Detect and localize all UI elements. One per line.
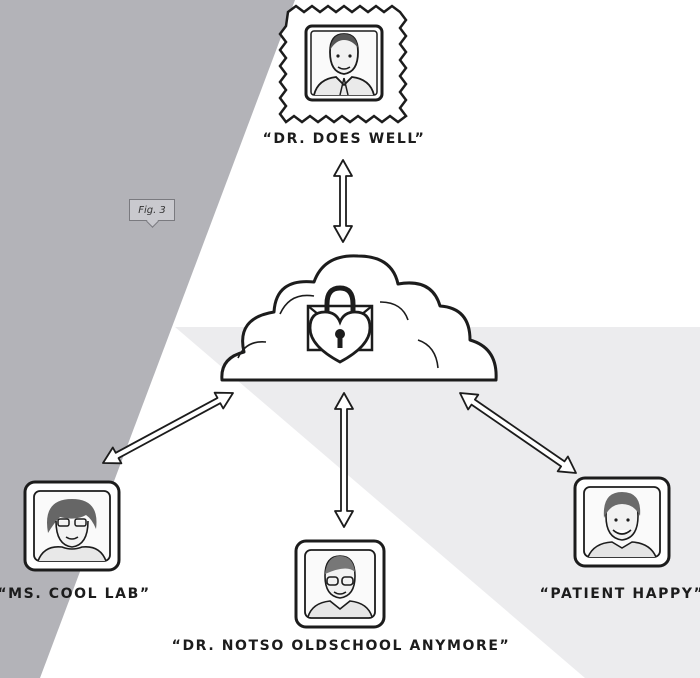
- label-dr-notso-oldschool: “DR. NOTSO OLDSCHOOL ANYMORE”: [171, 638, 511, 654]
- arrow-top-double-arrow-icon: [333, 159, 353, 243]
- background-light-band: [175, 327, 700, 678]
- portrait-dr-notso-oldschool: [294, 539, 386, 629]
- label-ms-cool-lab: “MS. COOL LAB”: [0, 586, 151, 602]
- arrow-right-double-arrow-icon: [459, 392, 577, 474]
- connection-arrows: [102, 159, 577, 528]
- arrow-left-double-arrow-icon: [102, 391, 234, 465]
- arrow-bottom-double-arrow-icon: [334, 392, 354, 528]
- figure-tag: Fig. 3: [129, 199, 175, 221]
- cloud-hub: [220, 254, 498, 382]
- heart-lock-icon: [308, 285, 372, 364]
- label-patient-happy: “PATIENT HAPPY”: [539, 586, 700, 602]
- portrait-patient-happy: [573, 476, 671, 568]
- label-dr-does-well: “DR. DOES WELL”: [262, 131, 426, 147]
- portrait-ms-cool-lab: [23, 480, 121, 572]
- portrait-dr-does-well: [278, 4, 408, 124]
